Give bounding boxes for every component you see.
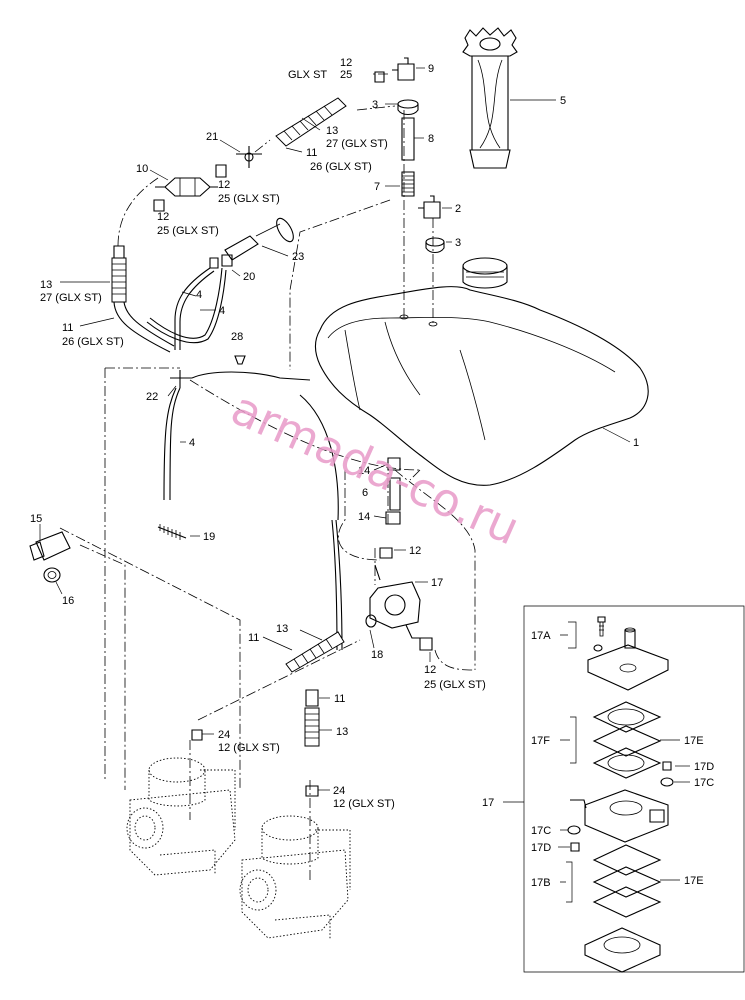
label-17D-a: 17D	[694, 761, 714, 773]
label-4-a: 4	[196, 289, 202, 301]
label-24-a: 24	[218, 729, 230, 741]
label-13-b: 13	[40, 279, 52, 291]
label-13-a: 13	[326, 125, 338, 137]
label-17D-b: 17D	[531, 842, 551, 854]
label-17F: 17F	[531, 735, 550, 747]
label-12-c: 12	[157, 211, 169, 223]
label-17: 17	[431, 577, 443, 589]
label-17A: 17A	[531, 630, 551, 642]
label-13-c: 13	[276, 623, 288, 635]
label-15: 15	[30, 513, 42, 525]
label-12-e: 12	[424, 664, 436, 676]
label-3-a: 3	[372, 99, 378, 111]
fuel-pump-assembly	[299, 394, 433, 651]
label-24-b: 24	[333, 785, 345, 797]
label-2: 2	[455, 203, 461, 215]
label-26-b: 26 (GLX ST)	[62, 336, 124, 348]
fuel-valve-parts	[29, 524, 187, 583]
label-21: 21	[206, 131, 218, 143]
leader-lines	[39, 67, 631, 791]
label-11-a: 11	[306, 147, 317, 159]
label-19: 19	[203, 531, 215, 543]
fuel-fittings-upper	[374, 57, 445, 254]
label-1: 1	[633, 437, 639, 449]
carburetor-rear	[239, 815, 351, 940]
label-27-a: 27 (GLX ST)	[326, 138, 388, 150]
label-10: 10	[136, 163, 148, 175]
label-25-e: 25 (GLX ST)	[424, 679, 486, 691]
label-17E-b: 17E	[684, 875, 704, 887]
label-14-a: 14	[358, 465, 370, 477]
label-12-d: 12	[409, 545, 421, 557]
label-17C-b: 17C	[531, 825, 551, 837]
label-7: 7	[374, 181, 380, 193]
label-9: 9	[428, 63, 434, 75]
label-6: 6	[362, 487, 368, 499]
label-8: 8	[428, 133, 434, 145]
label-12-glx-a: 12 (GLX ST)	[218, 742, 280, 754]
label-18: 18	[371, 649, 383, 661]
label-4-c: 4	[189, 437, 195, 449]
carburetor-front	[126, 757, 236, 876]
label-13-d: 13	[336, 726, 348, 738]
label-26-a: 26 (GLX ST)	[310, 161, 372, 173]
label-3-b: 3	[455, 237, 461, 249]
fuel-pump-exploded	[503, 605, 745, 973]
label-25-top: 25	[340, 69, 352, 81]
fuel-hoses-upper	[111, 97, 347, 501]
fuel-gauge-sender	[462, 27, 518, 169]
label-4-b: 4	[219, 305, 225, 317]
label-11-c: 11	[248, 632, 259, 644]
label-16: 16	[62, 595, 74, 607]
carburetors	[126, 757, 351, 940]
label-28: 28	[231, 331, 243, 343]
fuel-hoses-lower	[191, 631, 345, 797]
label-27-b: 27 (GLX ST)	[40, 292, 102, 304]
label-22: 22	[146, 391, 158, 403]
label-12-glx-b: 12 (GLX ST)	[333, 798, 395, 810]
label-17B: 17B	[531, 877, 551, 889]
label-17C-a: 17C	[694, 777, 714, 789]
label-25-c: 25 (GLX ST)	[157, 225, 219, 237]
label-17E-a: 17E	[684, 735, 704, 747]
label-14-b: 14	[358, 511, 370, 523]
label-17-box: 17	[482, 797, 494, 809]
label-23: 23	[292, 251, 304, 263]
fuel-tank	[314, 257, 649, 486]
label-11-d: 11	[334, 693, 345, 705]
watermark-text: armada-co.ru	[224, 381, 528, 556]
label-12-b: 12	[218, 179, 230, 191]
label-11-b: 11	[62, 322, 73, 334]
label-glx-st-top: GLX ST	[288, 69, 327, 81]
label-20: 20	[243, 271, 255, 283]
label-12-top: 12	[340, 57, 352, 69]
callout-labels: 9 12 25 GLX ST 5 3 8 13 27 (GLX ST) 11 2…	[30, 57, 714, 889]
label-5: 5	[560, 95, 566, 107]
label-25-b: 25 (GLX ST)	[218, 193, 280, 205]
routing-lines	[59, 73, 476, 880]
